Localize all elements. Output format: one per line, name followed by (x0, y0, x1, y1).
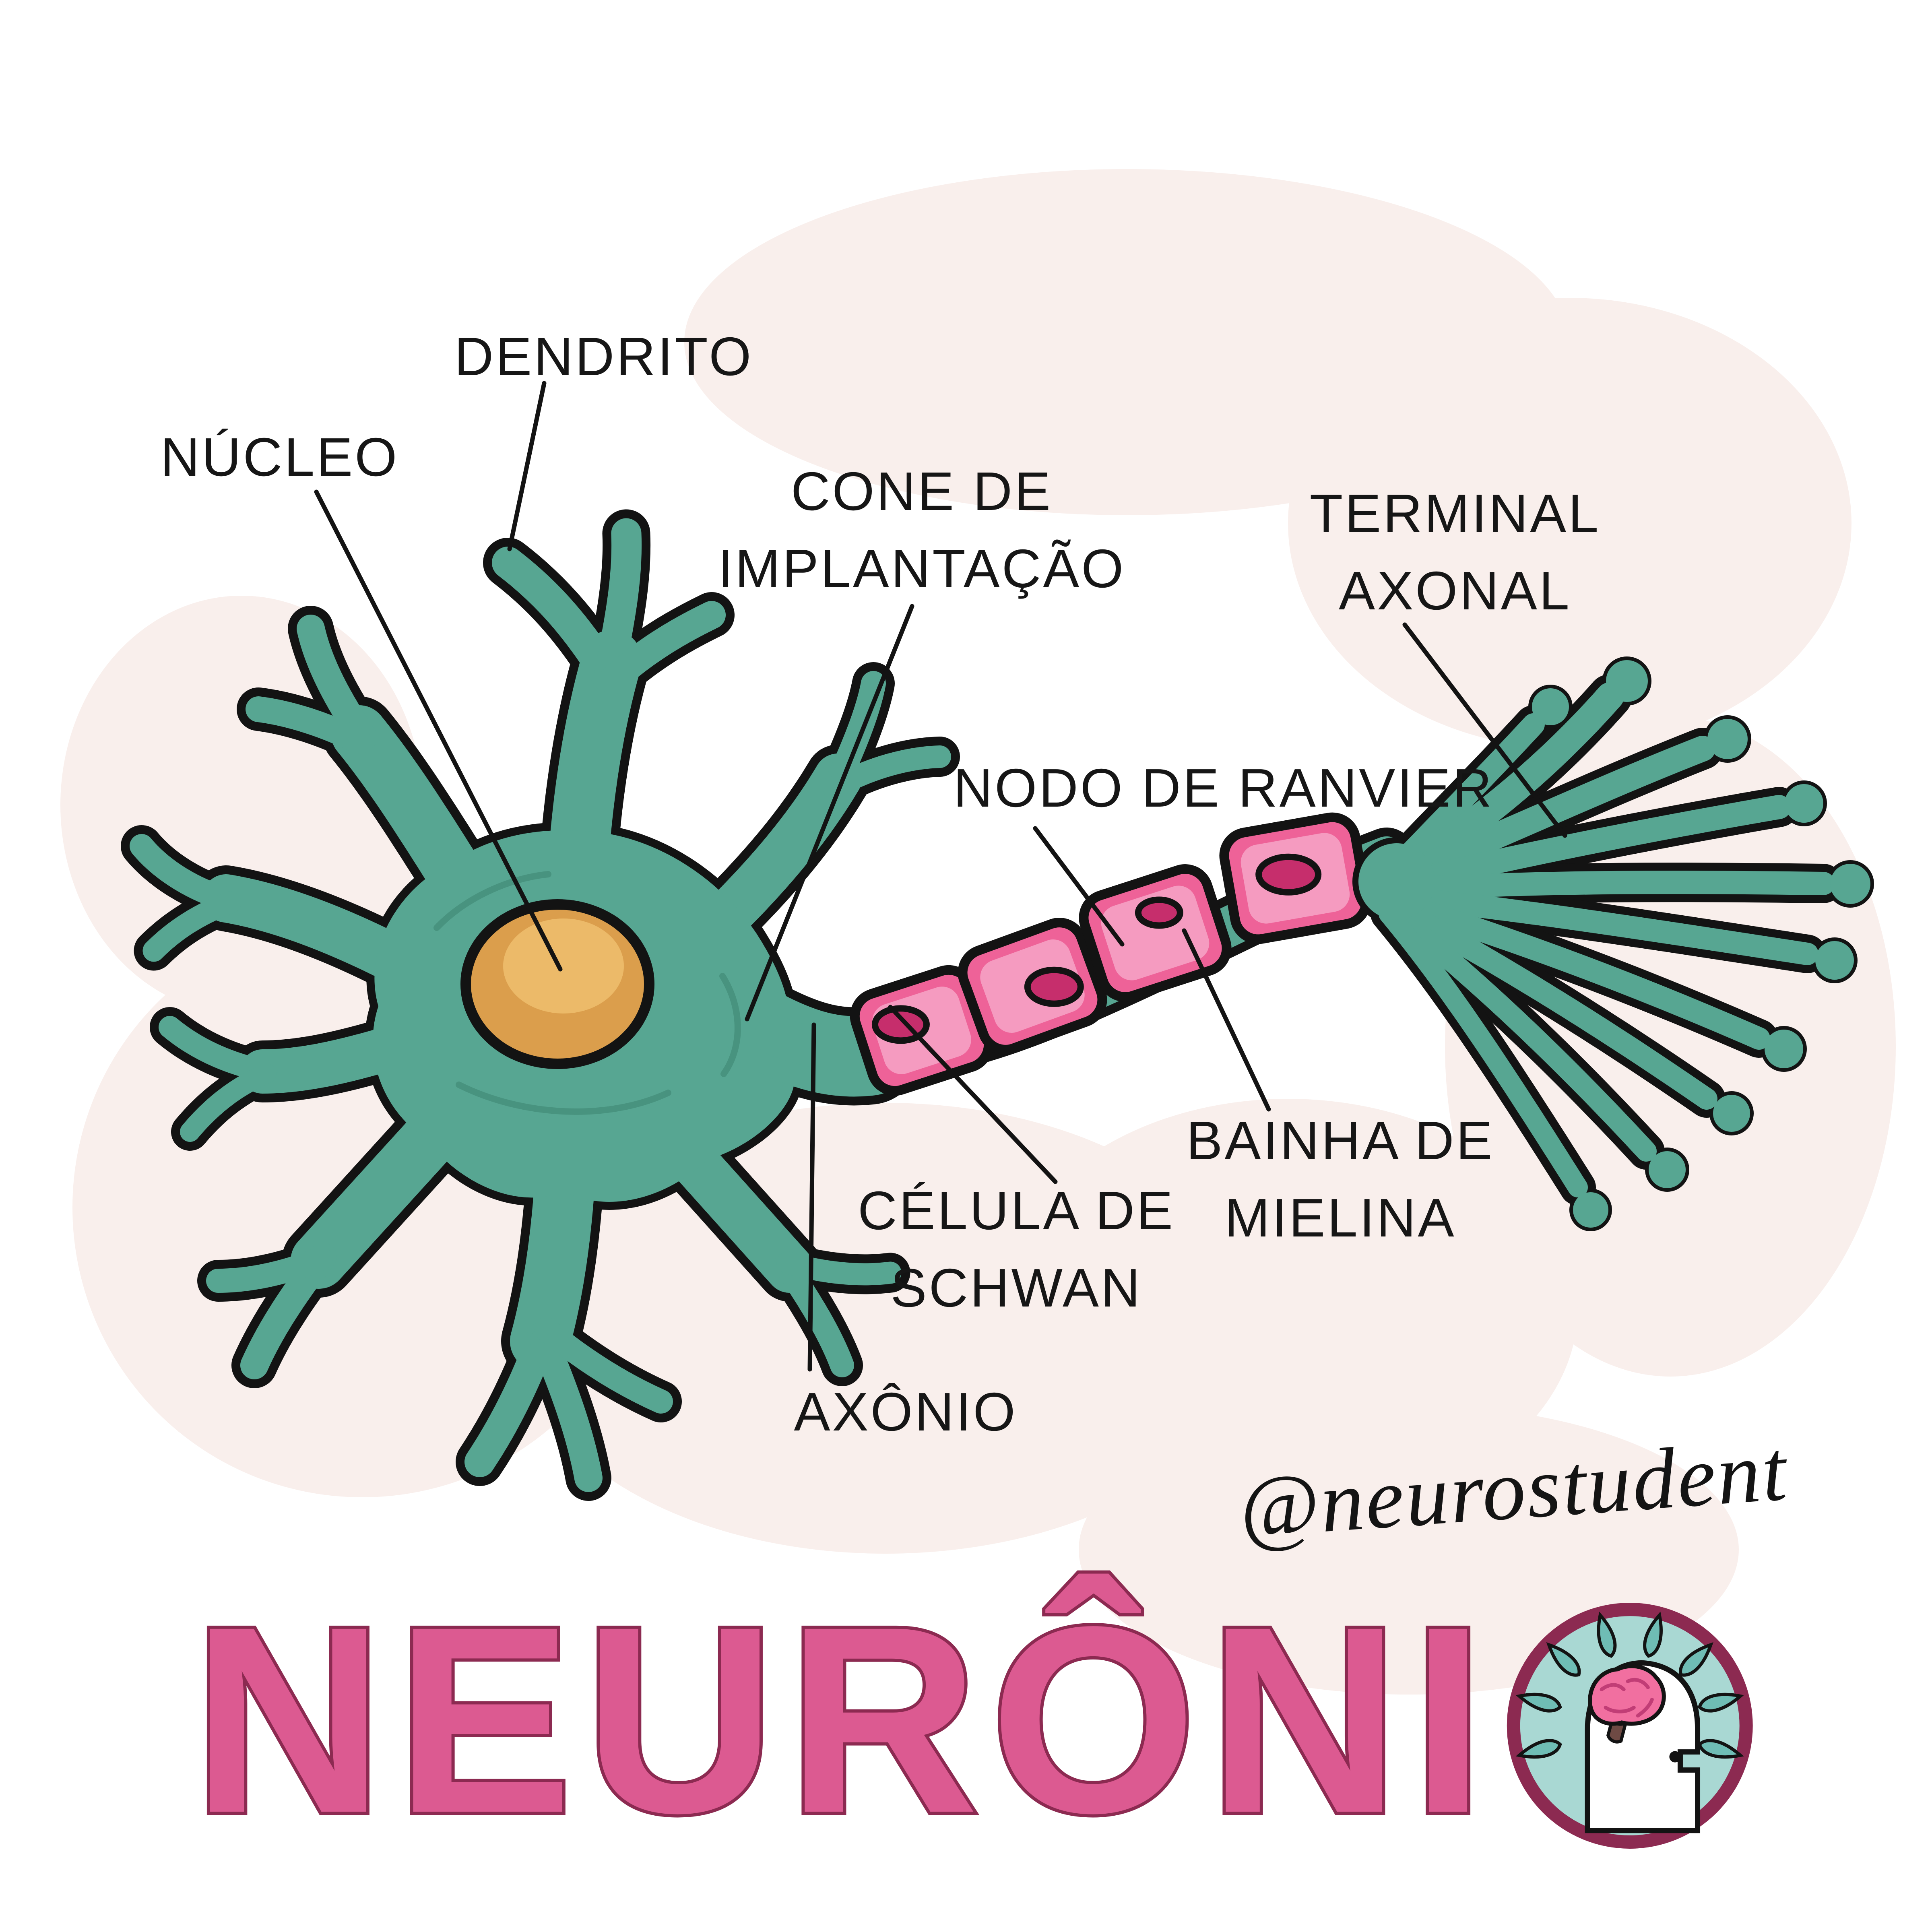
label-bainha-line1: BAINHA DE (1186, 1110, 1494, 1171)
label-nodo: NODO DE RANVIER (953, 758, 1494, 818)
myelin-sheath (850, 812, 1371, 1096)
label-terminal-line2: AXONAL (1339, 560, 1571, 621)
pointer-dendrito (507, 381, 547, 551)
myelin-segment-2 (958, 918, 1107, 1055)
brain-head-logo-icon (1507, 1603, 1753, 1849)
label-bainha: BAINHA DE MIELINA (1186, 1102, 1494, 1256)
myelin-segment-3 (1079, 864, 1232, 1002)
logo-head (1585, 1660, 1701, 1833)
label-celula-line2: SCHWAN (890, 1257, 1142, 1318)
background-blobs (60, 169, 1896, 1695)
label-celula: CÉLULA DE SCHWAN (858, 1172, 1175, 1326)
pointer-nodo (1033, 826, 1125, 947)
soma-shading (433, 871, 741, 1115)
label-cone: CONE DE IMPLANTAÇÃO (718, 453, 1126, 607)
label-nucleo: NÚCLEO (160, 427, 399, 487)
label-axonio: AXÔNIO (794, 1381, 1018, 1442)
pointer-lines (314, 381, 1567, 1372)
pointer-bainha (1182, 928, 1271, 1112)
label-cone-line1: CONE DE (791, 461, 1053, 522)
pointer-terminal (1402, 622, 1567, 838)
title-block: NEURÔNI (189, 1571, 1760, 1868)
logo-brain (1588, 1664, 1666, 1744)
label-terminal-line1: TERMINAL (1309, 483, 1601, 544)
myelin-segment-4 (1219, 812, 1371, 944)
title-text: NEURÔNI (189, 1571, 1496, 1868)
axon-terminal-fill (1358, 660, 1870, 1228)
label-terminal: TERMINAL AXONAL (1310, 475, 1601, 629)
label-celula-line1: CÉLULA DE (858, 1180, 1175, 1241)
pointer-celula (888, 1005, 1058, 1184)
label-bainha-line2: MIELINA (1224, 1187, 1456, 1248)
logo-rays (1516, 1611, 1744, 1759)
pointer-cone (745, 604, 914, 1022)
pointer-nucleo (314, 489, 563, 972)
label-dendrito: DENDRITO (454, 326, 753, 387)
brand-logo (1500, 1596, 1760, 1856)
nucleus (460, 899, 654, 1069)
pointer-axonio (807, 1022, 816, 1372)
logo-eye-dot (1669, 1751, 1681, 1763)
label-cone-line2: IMPLANTAÇÃO (718, 538, 1126, 599)
